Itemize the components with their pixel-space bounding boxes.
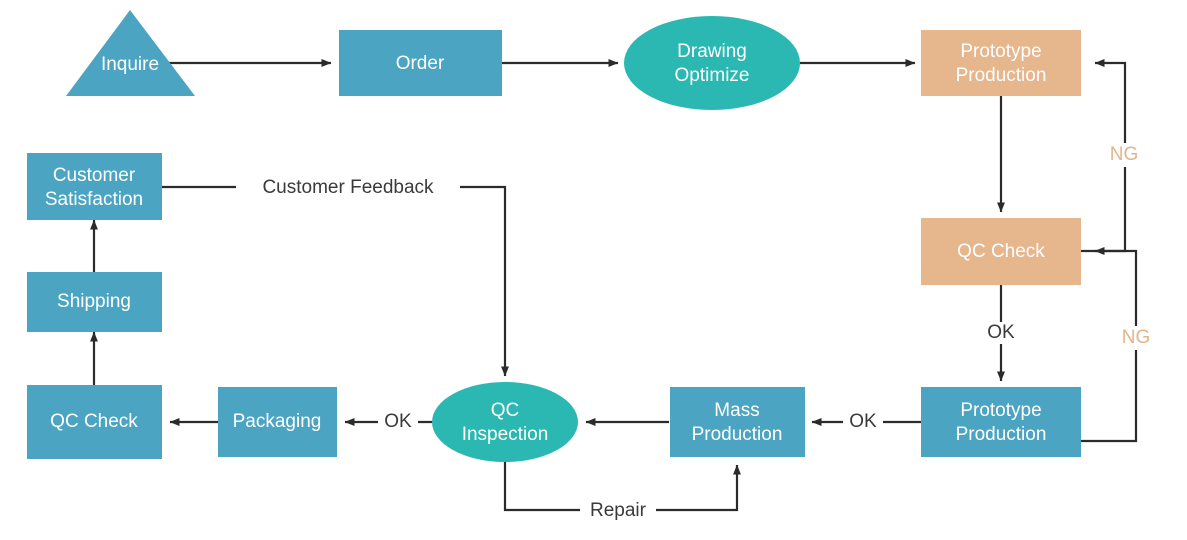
- qc-check-orange-box-shape[interactable]: [921, 218, 1081, 285]
- node-qc-check-blue[interactable]: QC Check: [27, 385, 162, 459]
- ok-qc-check-label-mask: [982, 322, 1022, 344]
- qc-inspection-ellipse-shape[interactable]: [432, 382, 578, 462]
- packaging-box-shape[interactable]: [218, 387, 337, 457]
- node-drawing-optimize[interactable]: Drawing Optimize: [624, 16, 800, 110]
- edge-customer-feedback: [162, 185, 509, 377]
- order-box-shape[interactable]: [339, 30, 502, 96]
- prototype-production-bottom-box-shape[interactable]: [921, 387, 1081, 457]
- drawing-optimize-ellipse-shape[interactable]: [624, 16, 800, 110]
- edges-layer: OK NG NG OK OK Repair: [90, 59, 1158, 523]
- qc-check-blue-box-shape[interactable]: [27, 385, 162, 459]
- mass-production-box-shape[interactable]: [670, 387, 805, 457]
- edge-label-repair: Repair: [590, 500, 647, 521]
- node-packaging[interactable]: Packaging: [218, 387, 337, 457]
- edge-label-ok-qc-check: OK: [987, 322, 1015, 343]
- prototype-production-top-box-shape[interactable]: [921, 30, 1081, 96]
- repair-label-mask: [580, 499, 656, 523]
- ok-prototype-label-mask: [843, 411, 883, 433]
- node-order[interactable]: Order: [339, 30, 502, 96]
- edge-label-customer-feedback: Customer Feedback: [262, 177, 434, 198]
- node-shipping[interactable]: Shipping: [27, 272, 162, 332]
- node-prototype-production-top[interactable]: Prototype Production: [921, 30, 1081, 96]
- customer-feedback-label-mask: [236, 175, 460, 199]
- edge-label-ng-bottom: NG: [1122, 327, 1151, 348]
- nodes-layer: Inquire Order Drawing Optimize Prototype…: [27, 10, 1081, 462]
- node-prototype-production-bottom[interactable]: Prototype Production: [921, 387, 1081, 457]
- node-customer-satisfaction[interactable]: Customer Satisfaction: [27, 153, 162, 220]
- node-qc-inspection[interactable]: QC Inspection: [432, 382, 578, 462]
- ng-top-label-mask: [1104, 143, 1146, 167]
- ok-packaging-label-mask: [378, 411, 418, 433]
- customer-satisfaction-box-shape[interactable]: [27, 153, 162, 220]
- inquire-triangle-shape[interactable]: [66, 10, 195, 96]
- ng-bottom-label-mask: [1116, 326, 1158, 350]
- node-inquire[interactable]: Inquire: [66, 10, 195, 96]
- edge-label-ok-prototype: OK: [849, 411, 877, 432]
- edge-label-ng-top: NG: [1110, 144, 1139, 165]
- shipping-box-shape[interactable]: [27, 272, 162, 332]
- node-mass-production[interactable]: Mass Production: [670, 387, 805, 457]
- edge-label-ok-packaging: OK: [384, 411, 412, 432]
- node-qc-check-orange[interactable]: QC Check: [921, 218, 1081, 285]
